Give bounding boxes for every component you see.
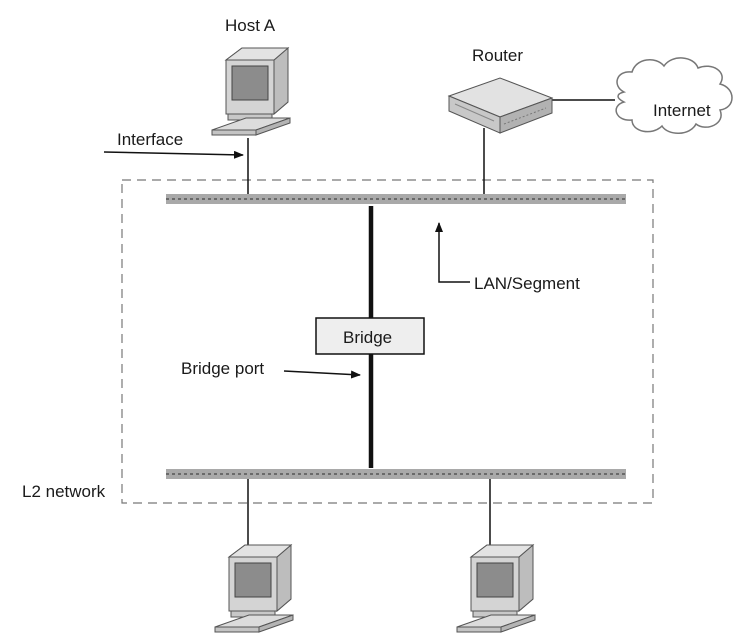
lan-segment-arrow	[435, 222, 470, 283]
interface-label: Interface	[117, 130, 183, 149]
l2-network-label: L2 network	[22, 482, 106, 501]
l2-network-boundary	[121, 179, 654, 504]
bottom-lan-segment	[166, 469, 626, 479]
bridge-port-label: Bridge port	[181, 359, 264, 378]
bridge-port-arrow	[283, 370, 361, 379]
internet-label: Internet	[653, 101, 711, 120]
router-icon	[447, 77, 554, 134]
bridge-box	[315, 317, 425, 355]
router-label: Router	[472, 46, 523, 65]
bottom-left-computer-icon	[214, 544, 294, 633]
lan-segment-label: LAN/Segment	[474, 274, 580, 293]
interface-arrow	[103, 150, 244, 159]
host-a-label: Host A	[225, 16, 276, 35]
host-a-computer-icon	[211, 47, 291, 136]
bridge-label: Bridge	[343, 328, 392, 347]
bottom-right-computer-icon	[456, 544, 536, 633]
top-lan-segment	[166, 194, 626, 204]
internet-cloud-icon	[615, 57, 733, 134]
